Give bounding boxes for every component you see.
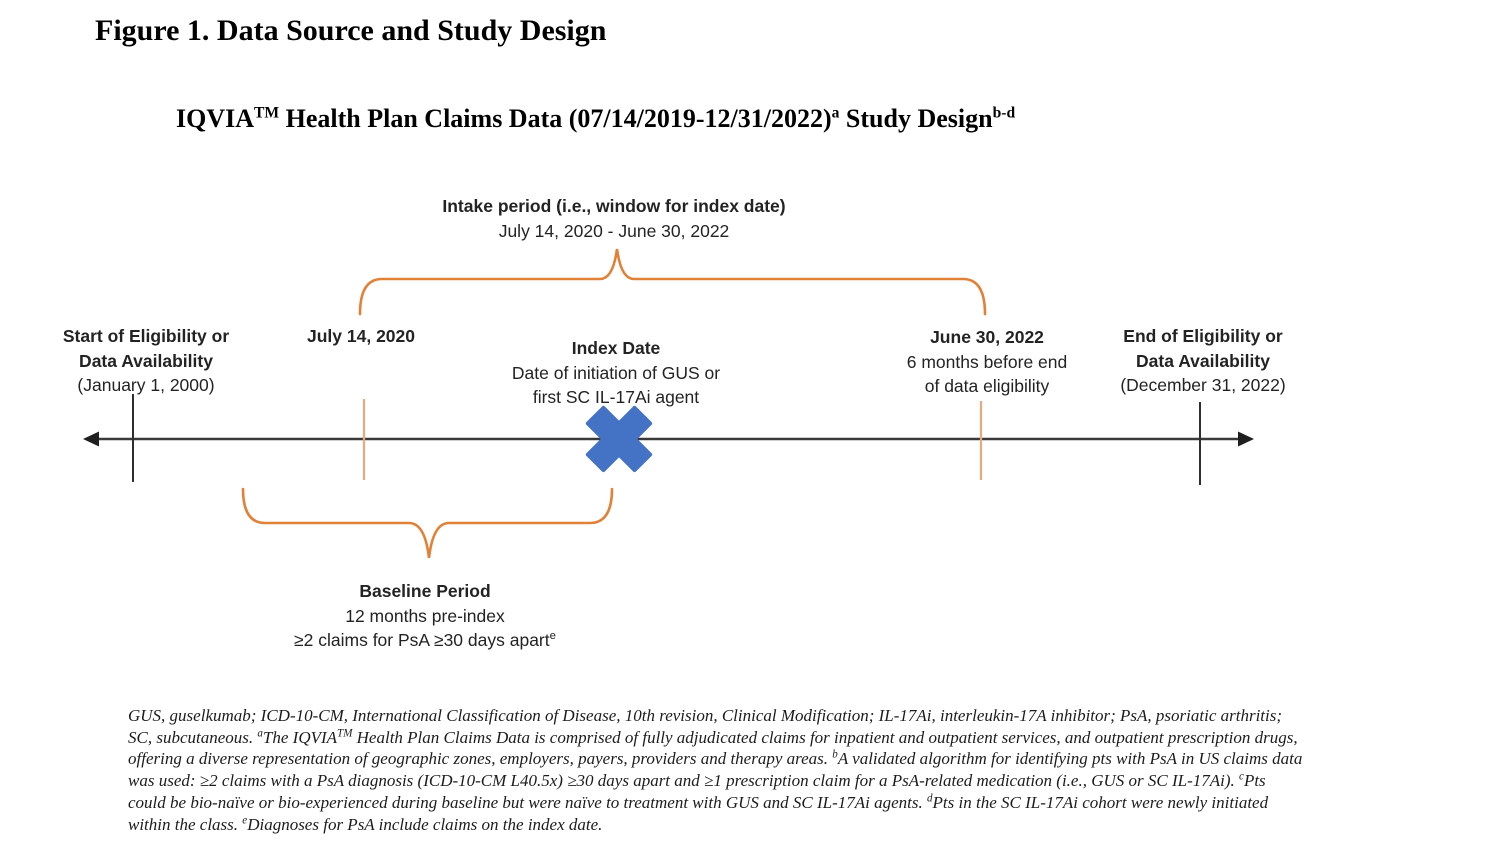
intake-end-date: June 30, 2022 — [930, 327, 1044, 347]
figure-subtitle: IQVIATM Health Plan Claims Data (07/14/2… — [176, 104, 1016, 133]
baseline-period-line2: 12 months pre-index — [345, 605, 505, 626]
index-date-line3: first SC IL-17Ai agent — [532, 387, 700, 407]
milestone-end-line3: (December 31, 2022) — [1120, 375, 1286, 395]
footnote-line: GUS, guselkumab; ICD-10-CM, Internationa… — [128, 706, 1283, 725]
index-date-title: Index Date — [571, 338, 661, 358]
baseline-period-line3: ≥2 claims for PsA ≥30 days aparte — [294, 630, 556, 650]
index-date-x-marker-icon — [585, 405, 653, 473]
footnote-line: was used: ≥2 claims with a PsA diagnosis… — [128, 770, 1266, 791]
milestone-start-line3: (January 1, 2000) — [77, 375, 215, 395]
footnotes: GUS, guselkumab; ICD-10-CM, Internationa… — [128, 705, 1302, 835]
intake-period-title: Intake period (i.e., window for index da… — [442, 196, 786, 216]
intake-period-label: Intake period (i.e., window for index da… — [442, 194, 785, 243]
intake-end-line2: 6 months before end — [906, 351, 1068, 372]
milestone-index-date-label: Index Date Date of initiation of GUS or … — [512, 336, 720, 410]
milestone-start-line2: Data Availability — [79, 350, 213, 371]
footnote-line: offering a diverse representation of geo… — [128, 748, 1303, 769]
figure-title: Figure 1. Data Source and Study Design — [95, 14, 607, 47]
baseline-period-title: Baseline Period — [359, 581, 491, 601]
footnote-line: SC, subcutaneous. aThe IQVIATM Health Pl… — [128, 727, 1298, 747]
intake-period-brace — [358, 248, 987, 316]
intake-end-line3: of data eligibility — [924, 376, 1050, 396]
milestone-end-label: End of Eligibility or Data Availability … — [1120, 324, 1285, 398]
index-date-line2: Date of initiation of GUS or — [511, 362, 721, 383]
baseline-period-label: Baseline Period 12 months pre-index ≥2 c… — [294, 579, 556, 653]
milestone-intake-end-label: June 30, 2022 6 months before end of dat… — [907, 325, 1068, 399]
milestone-start-label: Start of Eligibility or Data Availabilit… — [63, 324, 229, 398]
milestone-end-line1: End of Eligibility or — [1123, 326, 1283, 346]
intake-period-date-range: July 14, 2020 - June 30, 2022 — [498, 220, 730, 241]
footnote-line: within the class. eDiagnoses for PsA inc… — [128, 813, 603, 834]
timeline-right-arrowhead-icon — [1238, 431, 1254, 447]
milestone-end-line2: Data Availability — [1136, 350, 1270, 371]
footnote-line: could be bio-naïve or bio-experienced du… — [128, 792, 1269, 812]
baseline-period-brace — [241, 487, 614, 559]
milestone-intake-start-label: July 14, 2020 — [307, 326, 415, 346]
milestone-start-line1: Start of Eligibility or — [62, 326, 230, 346]
timeline-left-arrowhead-icon — [83, 431, 99, 447]
